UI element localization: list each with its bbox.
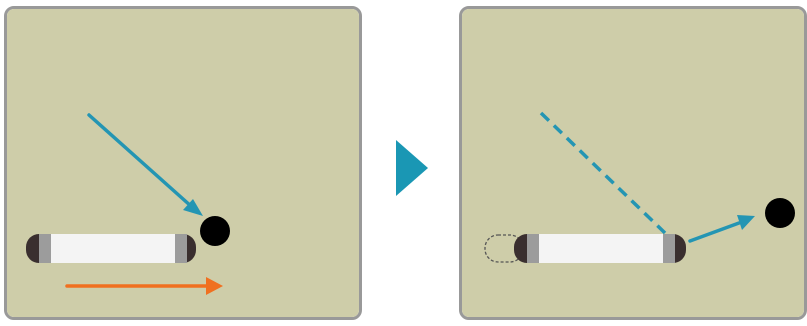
after-background <box>462 9 804 317</box>
before-background <box>7 9 359 317</box>
before-panel <box>4 6 362 320</box>
paddle-icon <box>26 234 196 263</box>
ball-icon <box>765 198 795 228</box>
after-scene <box>462 9 804 317</box>
ball-icon <box>200 216 230 246</box>
play-triangle-icon <box>396 140 430 196</box>
after-panel <box>459 6 807 320</box>
paddle-icon <box>514 234 686 263</box>
before-scene <box>7 9 359 317</box>
